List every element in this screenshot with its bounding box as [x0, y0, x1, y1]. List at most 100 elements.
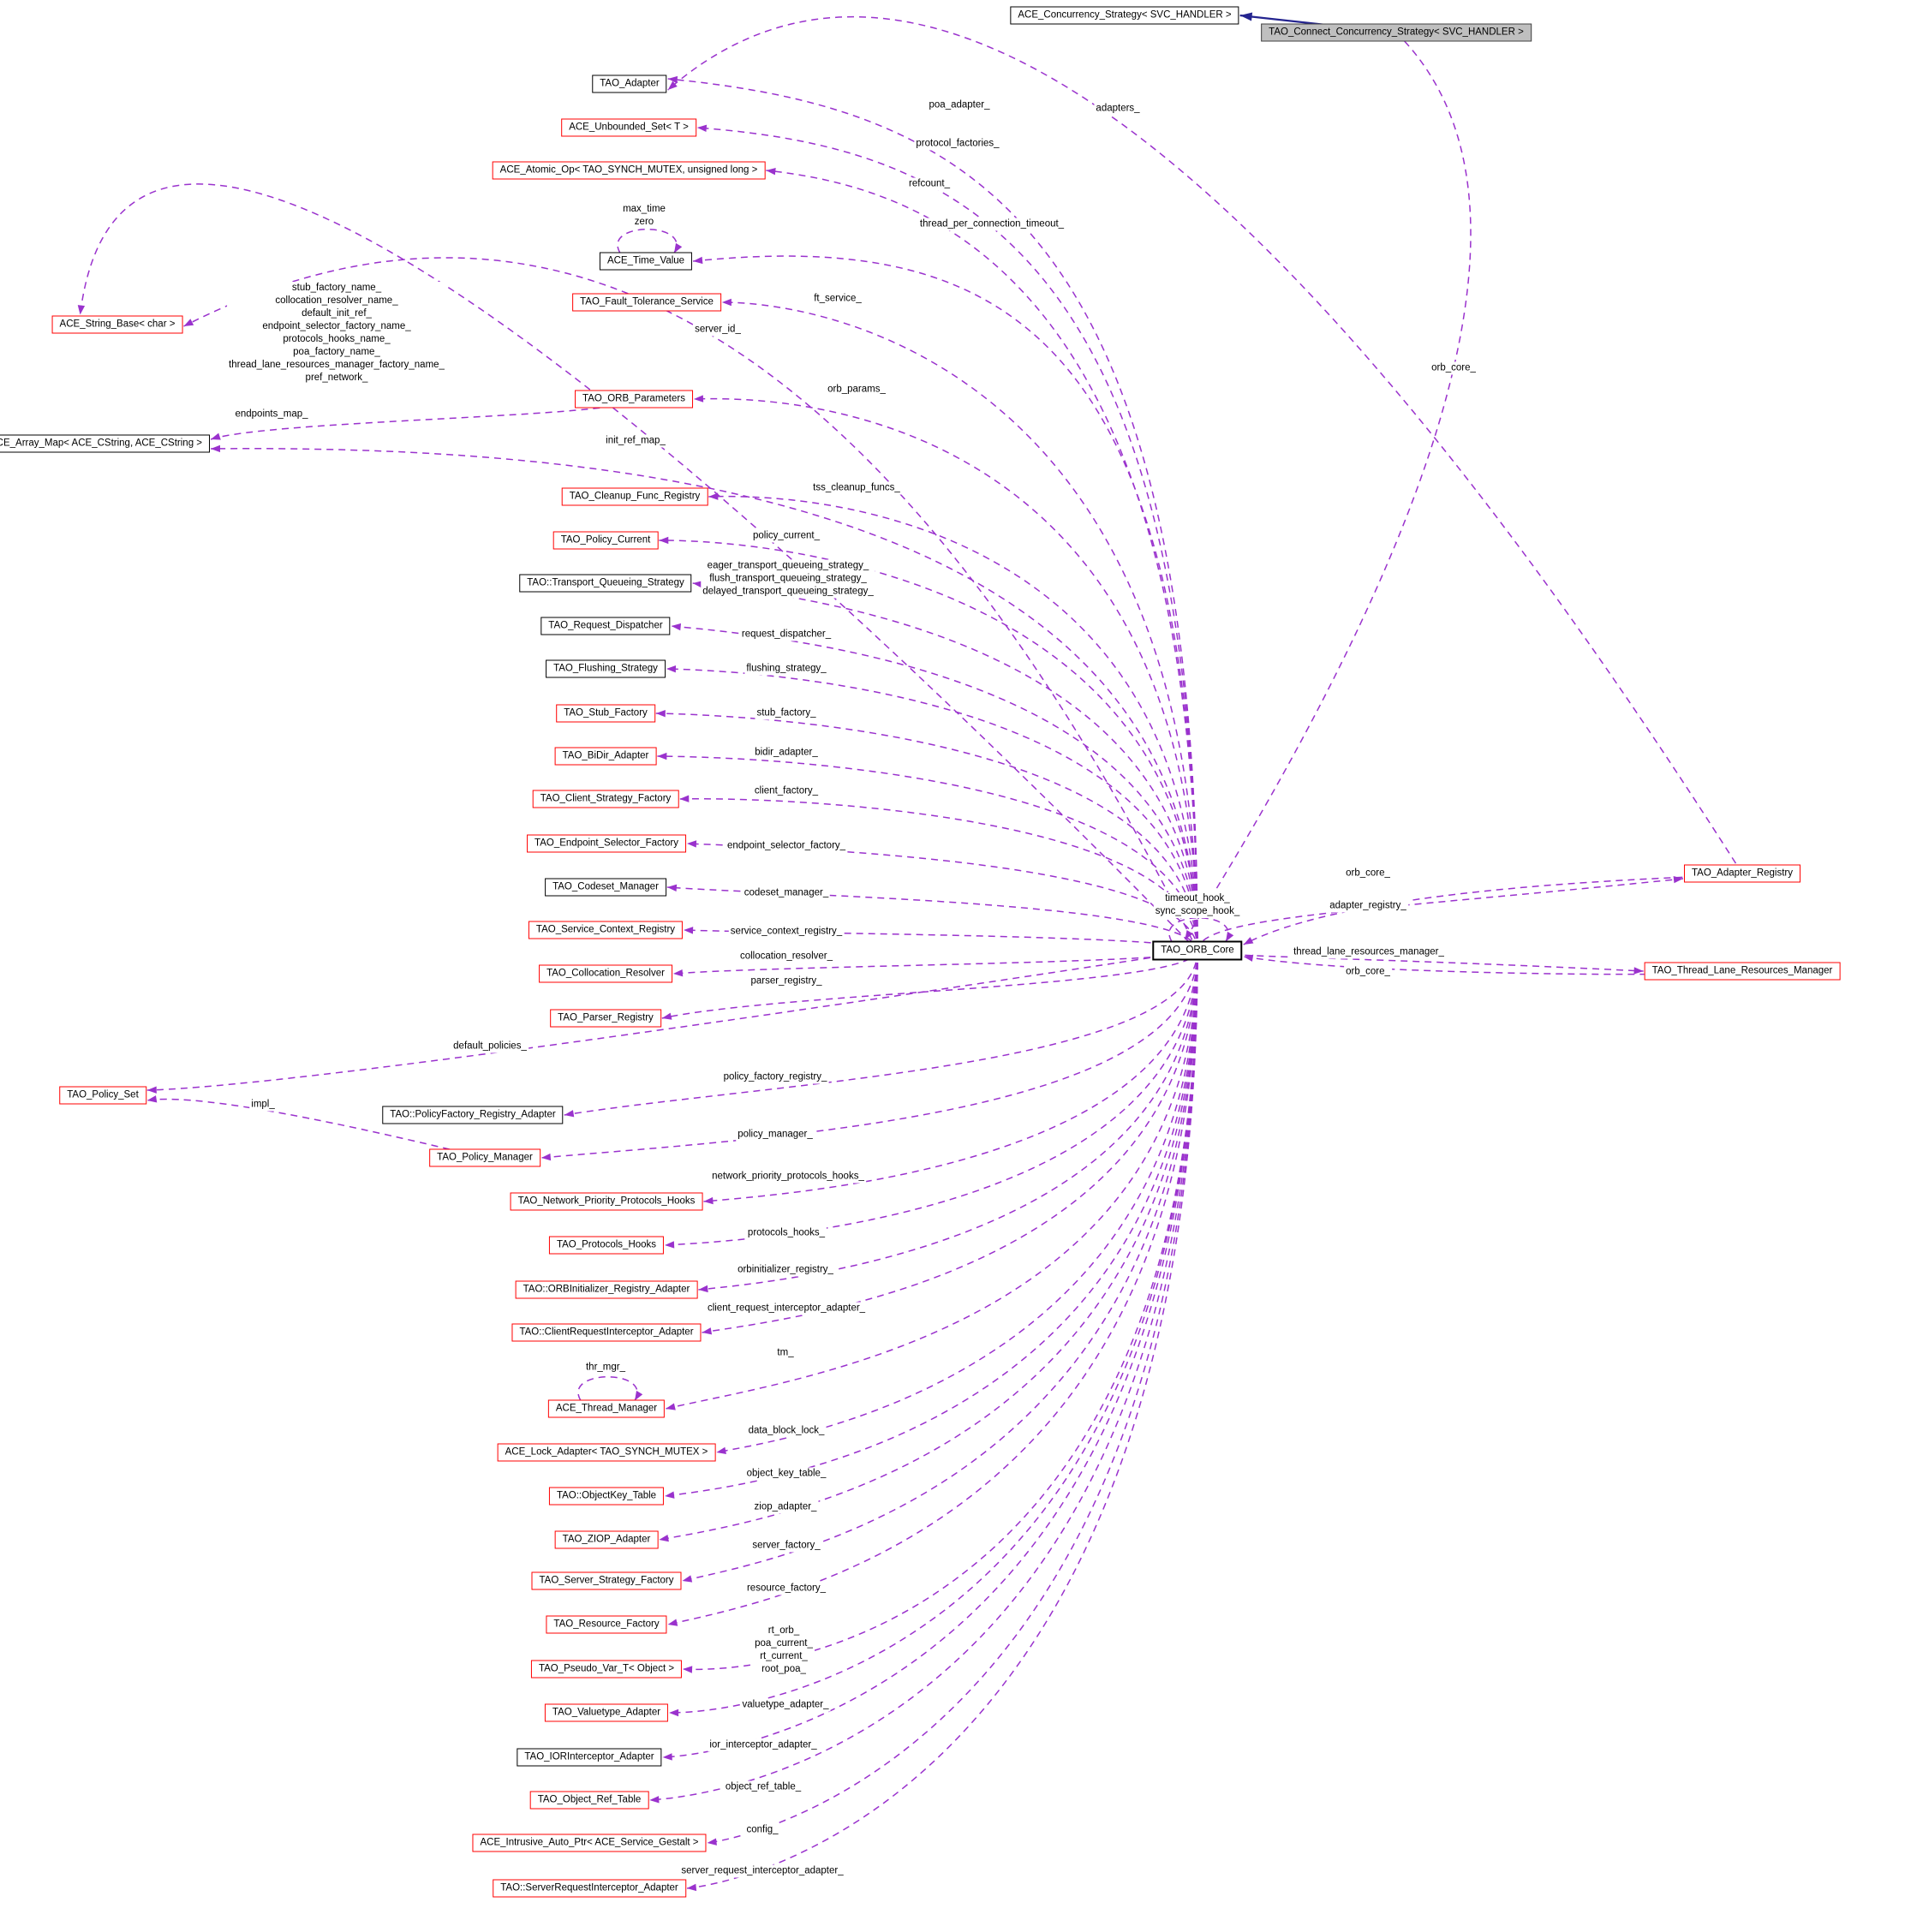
edge-label-stub-factory-name: stub_factory_name_collocation_resolver_n… [227, 282, 446, 385]
node-tao-server-strategy-factory[interactable]: TAO_Server_Strategy_Factory [531, 1571, 682, 1590]
arrowhead [657, 752, 667, 760]
node-tao-objectkey-table[interactable]: TAO::ObjectKey_Table [548, 1487, 665, 1506]
arrowhead [766, 167, 776, 176]
node-tao-network-priority-protocols-hooks[interactable]: TAO_Network_Priority_Protocols_Hooks [510, 1192, 703, 1211]
edge-path [146, 950, 1198, 1091]
node-tao-parser-registry[interactable]: TAO_Parser_Registry [550, 1009, 661, 1028]
arrowhead [683, 1666, 693, 1673]
edge-path [79, 183, 1198, 951]
edge-label-client-request-interceptor-adapter: client_request_interceptor_adapter_ [705, 1302, 868, 1315]
node-tao-transport-queueing-strategy[interactable]: TAO::Transport_Queueing_Strategy [519, 574, 692, 593]
node-tao-request-dispatcher[interactable]: TAO_Request_Dispatcher [540, 617, 671, 635]
node-tao-stub-factory[interactable]: TAO_Stub_Factory [556, 704, 655, 723]
node-tao-collocation-resolver[interactable]: TAO_Collocation_Resolver [539, 964, 672, 983]
edge-label-line: resource_factory_ [746, 1583, 827, 1594]
node-tao-service-context-registry[interactable]: TAO_Service_Context_Registry [528, 921, 684, 939]
edge-label-line: ft_service_ [814, 293, 862, 304]
arrowhead [666, 884, 678, 891]
node-ace-lock-adapter-tao-synch-mutex[interactable]: ACE_Lock_Adapter< TAO_SYNCH_MUTEX > [497, 1443, 716, 1462]
edge-label-line: data_block_lock_ [748, 1425, 825, 1436]
edge-path [655, 713, 1198, 951]
node-tao-policy-current[interactable]: TAO_Policy_Current [552, 531, 659, 550]
edge-path [1184, 32, 1472, 940]
arrowhead [662, 1753, 672, 1761]
edge-label-line: adapters_ [1096, 103, 1140, 114]
node-tao-thread-lane-resources-manager[interactable]: TAO_Thread_Lane_Resources_Manager [1644, 962, 1841, 981]
edge-path [1197, 878, 1684, 951]
arrowhead [667, 80, 678, 90]
edge-label-object-ref-table: object_ref_table_ [723, 1780, 803, 1794]
edge-path [664, 950, 1198, 1497]
edge-label-orb-core: orb_core_ [1344, 965, 1392, 979]
edge-label-line: collocation_resolver_name_ [275, 295, 398, 306]
edge-path [672, 950, 1198, 975]
node-ace-thread-manager[interactable]: ACE_Thread_Manager [547, 1399, 666, 1418]
node-ace-string-base-char[interactable]: ACE_String_Base< char > [51, 315, 183, 334]
edge-path [703, 950, 1198, 1202]
node-tao-client-strategy-factory[interactable]: TAO_Client_Strategy_Factory [532, 790, 679, 808]
node-tao-fault-tolerance-service[interactable]: TAO_Fault_Tolerance_Service [572, 293, 721, 312]
node-tao-policy-manager[interactable]: TAO_Policy_Manager [429, 1148, 540, 1167]
node-ace-array-map-ace-cstring-ace-cstring[interactable]: ACE_Array_Map< ACE_CString, ACE_CString … [0, 434, 211, 453]
edge-label-line: eager_transport_queueing_strategy_ [707, 560, 869, 571]
node-tao-codeset-manager[interactable]: TAO_Codeset_Manager [545, 878, 666, 897]
edge-path [766, 170, 1198, 951]
node-tao-bidir-adapter[interactable]: TAO_BiDir_Adapter [554, 747, 657, 766]
node-tao-endpoint-selector-factory[interactable]: TAO_Endpoint_Selector_Factory [527, 834, 686, 853]
edge-path [716, 950, 1198, 1453]
node-tao-orb-parameters[interactable]: TAO_ORB_Parameters [575, 390, 693, 408]
node-tao-adapter[interactable]: TAO_Adapter [592, 75, 667, 93]
arrowhead [674, 242, 683, 253]
node-tao-object-ref-table[interactable]: TAO_Object_Ref_Table [529, 1791, 649, 1810]
edge-path [1243, 873, 1743, 945]
edge-path [693, 397, 1198, 951]
node-tao-protocols-hooks[interactable]: TAO_Protocols_Hooks [548, 1236, 665, 1255]
edge-label-network-priority-protocols-hooks: network_priority_protocols_hooks_ [710, 1170, 866, 1184]
node-tao-valuetype-adapter[interactable]: TAO_Valuetype_Adapter [544, 1703, 669, 1722]
edge-label-line: protocol_factories_ [916, 138, 1000, 149]
arrowhead [564, 1110, 575, 1118]
edge-label-policy-manager: policy_manager_ [736, 1128, 815, 1142]
arrowhead [1185, 929, 1193, 940]
edge-label-line: poa_current_ [755, 1638, 813, 1649]
arrowhead [1243, 937, 1254, 945]
edge-label-line: thread_lane_resources_manager_ [1293, 946, 1444, 957]
arrowhead [635, 1390, 643, 1401]
node-tao-adapter-registry[interactable]: TAO_Adapter_Registry [1683, 864, 1801, 883]
node-tao-cleanup-func-registry[interactable]: TAO_Cleanup_Func_Registry [561, 487, 708, 506]
node-tao-pseudo-var-t-object[interactable]: TAO_Pseudo_Var_T< Object > [530, 1660, 683, 1679]
node-tao-ziop-adapter[interactable]: TAO_ZIOP_Adapter [554, 1530, 659, 1549]
edge-label-policy-factory-registry: policy_factory_registry_ [721, 1070, 829, 1084]
edge-label-line: root_poa_ [761, 1664, 806, 1674]
edge-label-line: orbinitializer_registry_ [738, 1264, 833, 1275]
node-tao-orbinitializer-registry-adapter[interactable]: TAO::ORBInitializer_Registry_Adapter [515, 1280, 698, 1299]
edge-label-line: ior_interceptor_adapter_ [709, 1739, 817, 1750]
arrowhead [77, 305, 86, 315]
node-ace-intrusive-auto-ptr-ace-service-gestalt[interactable]: ACE_Intrusive_Auto_Ptr< ACE_Service_Gest… [472, 1834, 707, 1852]
node-ace-atomic-op-tao-synch-mutex-unsigned-long[interactable]: ACE_Atomic_Op< TAO_SYNCH_MUTEX, unsigned… [492, 161, 766, 180]
arrowhead [679, 795, 690, 802]
arrowhead [649, 1796, 660, 1804]
edge-label-line: orb_core_ [1346, 868, 1390, 879]
node-tao-resource-factory[interactable]: TAO_Resource_Factory [546, 1615, 667, 1634]
node-tao-connect-concurrency-strategy-svc-handler[interactable]: TAO_Connect_Concurrency_Strategy< SVC_HA… [1261, 23, 1532, 42]
arrowhead [671, 623, 682, 631]
edge-label-line: server_request_interceptor_adapter_ [681, 1865, 844, 1876]
node-tao-clientrequestinterceptor-adapter[interactable]: TAO::ClientRequestInterceptor_Adapter [511, 1323, 702, 1342]
node-ace-concurrency-strategy-svc-handler[interactable]: ACE_Concurrency_Strategy< SVC_HANDLER > [1010, 6, 1239, 25]
node-ace-unbounded-set-t[interactable]: ACE_Unbounded_Set< T > [561, 118, 696, 137]
edge-path [669, 950, 1198, 1714]
node-tao-flushing-strategy[interactable]: TAO_Flushing_Strategy [546, 659, 666, 678]
edge-label-line: protocols_hooks_name_ [283, 334, 391, 344]
node-tao-policyfactory-registry-adapter[interactable]: TAO::PolicyFactory_Registry_Adapter [382, 1106, 564, 1124]
edge-label-eager-transport-queueing-strategy: eager_transport_queueing_strategy_flush_… [701, 559, 875, 599]
node-tao-policy-set[interactable]: TAO_Policy_Set [59, 1086, 146, 1105]
arrowhead [1226, 931, 1234, 942]
edge-label-collocation-resolver: collocation_resolver_ [738, 950, 835, 963]
node-tao-serverrequestinterceptor-adapter[interactable]: TAO::ServerRequestInterceptor_Adapter [493, 1879, 686, 1898]
edge-label-parser-registry: parser_registry_ [749, 975, 824, 988]
node-ace-time-value[interactable]: ACE_Time_Value [599, 252, 693, 271]
node-tao-iorinterceptor-adapter[interactable]: TAO_IORInterceptor_Adapter [517, 1748, 662, 1767]
